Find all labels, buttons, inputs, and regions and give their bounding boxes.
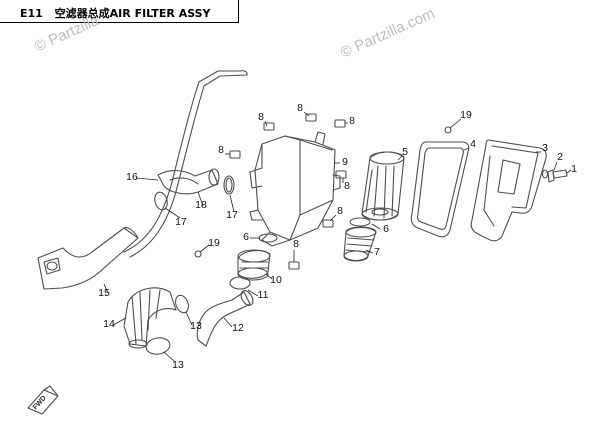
part-snorkel-elbow [157,169,219,195]
part-clamp-a [154,191,168,211]
callout-number: 6 [383,223,389,235]
part-clamp-b [223,175,235,195]
callout-number: 8 [297,102,303,114]
part-intake-duct [37,227,139,290]
fwd-arrow-icon [27,389,59,415]
callout-number: 8 [349,115,355,127]
callout-number: 17 [226,209,238,221]
part-washer [541,169,549,179]
callout-number: 13 [190,320,202,332]
part-breather-hose [123,70,242,253]
part-clamp-11 [229,276,251,290]
callout-number: 19 [208,237,220,249]
callout-number: 11 [258,289,269,301]
part-clip-19b [194,250,202,258]
title-english: AIR FILTER ASSY [109,7,211,20]
callout-number: 8 [337,205,343,217]
part-clip-19a [444,126,452,134]
callout-number: 8 [293,238,299,250]
title-chinese: 空滤器总成 [54,7,110,20]
callout-number: 5 [402,146,408,158]
part-air-box-body [254,135,336,241]
callout-number: 1 [571,163,577,175]
part-gasket [410,141,470,238]
callout-number: 15 [98,287,110,299]
callout-number: 13 [172,359,184,371]
part-clamp-13a [175,294,189,314]
callout-number: 17 [175,216,187,228]
part-air-box-cover [470,139,547,242]
callout-number: 12 [232,322,244,334]
callout-number: 2 [557,151,563,163]
callout-number: 19 [460,109,472,121]
callout-number: 4 [470,138,476,150]
part-clamp-6a [258,233,278,243]
page-title: E11 空滤器总成AIR FILTER ASSY [20,5,211,21]
callout-number: 8 [218,144,224,156]
part-curved-tube [196,291,251,347]
part-connector-boot [237,249,271,279]
diagram-code: E11 [20,7,43,20]
part-screw [552,169,568,179]
part-fittings [229,113,347,270]
callout-number: 8 [344,180,350,192]
callout-number: 8 [258,111,264,123]
callout-number: 10 [270,274,282,286]
callout-number: 16 [126,171,138,183]
part-clamp-13b [145,337,171,355]
part-clamp-6b [349,217,371,227]
title-block: E11 空滤器总成AIR FILTER ASSY [0,0,239,23]
callout-number: 9 [342,156,348,168]
callout-number: 14 [103,318,115,330]
callout-number: 3 [542,142,548,154]
callout-number: 18 [195,199,207,211]
callout-number: 7 [374,246,380,258]
callout-number: 6 [243,231,249,243]
